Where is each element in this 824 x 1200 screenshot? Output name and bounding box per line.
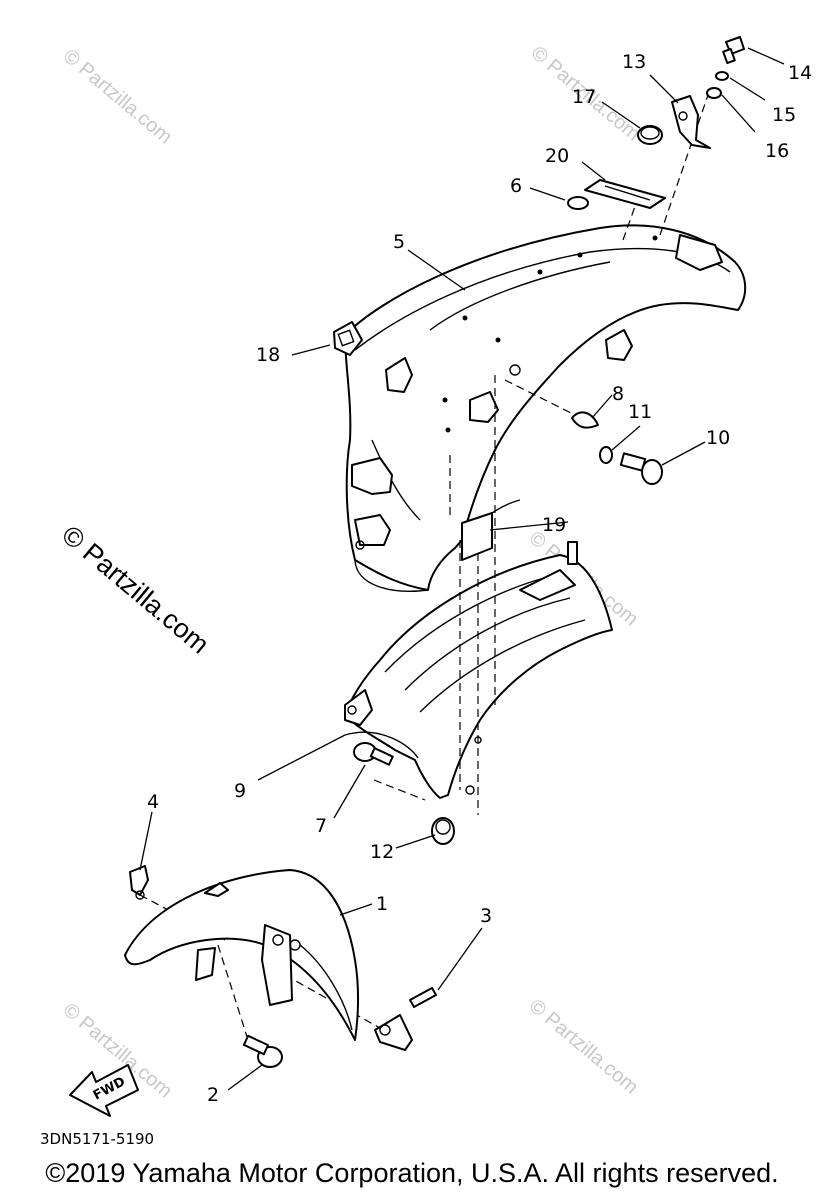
leader-lines bbox=[139, 47, 785, 1091]
part-label-9: 9 bbox=[234, 780, 246, 802]
part-label-5: 5 bbox=[393, 231, 405, 253]
part-label-4: 4 bbox=[147, 791, 159, 813]
copyright-notice: ©2019 Yamaha Motor Corporation, U.S.A. A… bbox=[45, 1158, 779, 1188]
part-label-18: 18 bbox=[256, 344, 280, 366]
part-label-2: 2 bbox=[207, 1084, 219, 1106]
part-label-7: 7 bbox=[315, 815, 327, 837]
part-label-12: 12 bbox=[370, 841, 394, 863]
part-labels: 13 14 15 16 17 20 6 5 18 8 11 10 19 9 7 … bbox=[147, 51, 812, 1106]
part-label-17: 17 bbox=[572, 86, 596, 108]
part-label-14: 14 bbox=[788, 62, 812, 84]
part-label-15: 15 bbox=[772, 104, 796, 126]
part-label-8: 8 bbox=[612, 383, 624, 405]
part-label-19: 19 bbox=[542, 514, 566, 536]
part-label-3: 3 bbox=[480, 905, 492, 927]
part-label-16: 16 bbox=[765, 140, 789, 162]
part-label-10: 10 bbox=[706, 427, 730, 449]
part-label-13: 13 bbox=[622, 51, 646, 73]
rear-fender bbox=[344, 224, 747, 592]
fwd-arrow-icon: FWD bbox=[69, 1064, 139, 1117]
assembly-lines bbox=[139, 94, 709, 1041]
watermark-top-left: © Partzilla.com bbox=[59, 45, 176, 148]
part-label-6: 6 bbox=[510, 175, 522, 197]
watermark-bottom-right: © Partzilla.com bbox=[525, 995, 642, 1098]
part-label-11: 11 bbox=[628, 401, 652, 423]
front-fender bbox=[124, 869, 437, 1051]
part-label-1: 1 bbox=[376, 893, 388, 915]
hardware-parts bbox=[129, 36, 745, 1068]
drawing-code: 3DN5171-5190 bbox=[40, 1130, 154, 1148]
part-label-20: 20 bbox=[545, 145, 569, 167]
watermark-large: © Partzilla.com bbox=[56, 520, 215, 660]
